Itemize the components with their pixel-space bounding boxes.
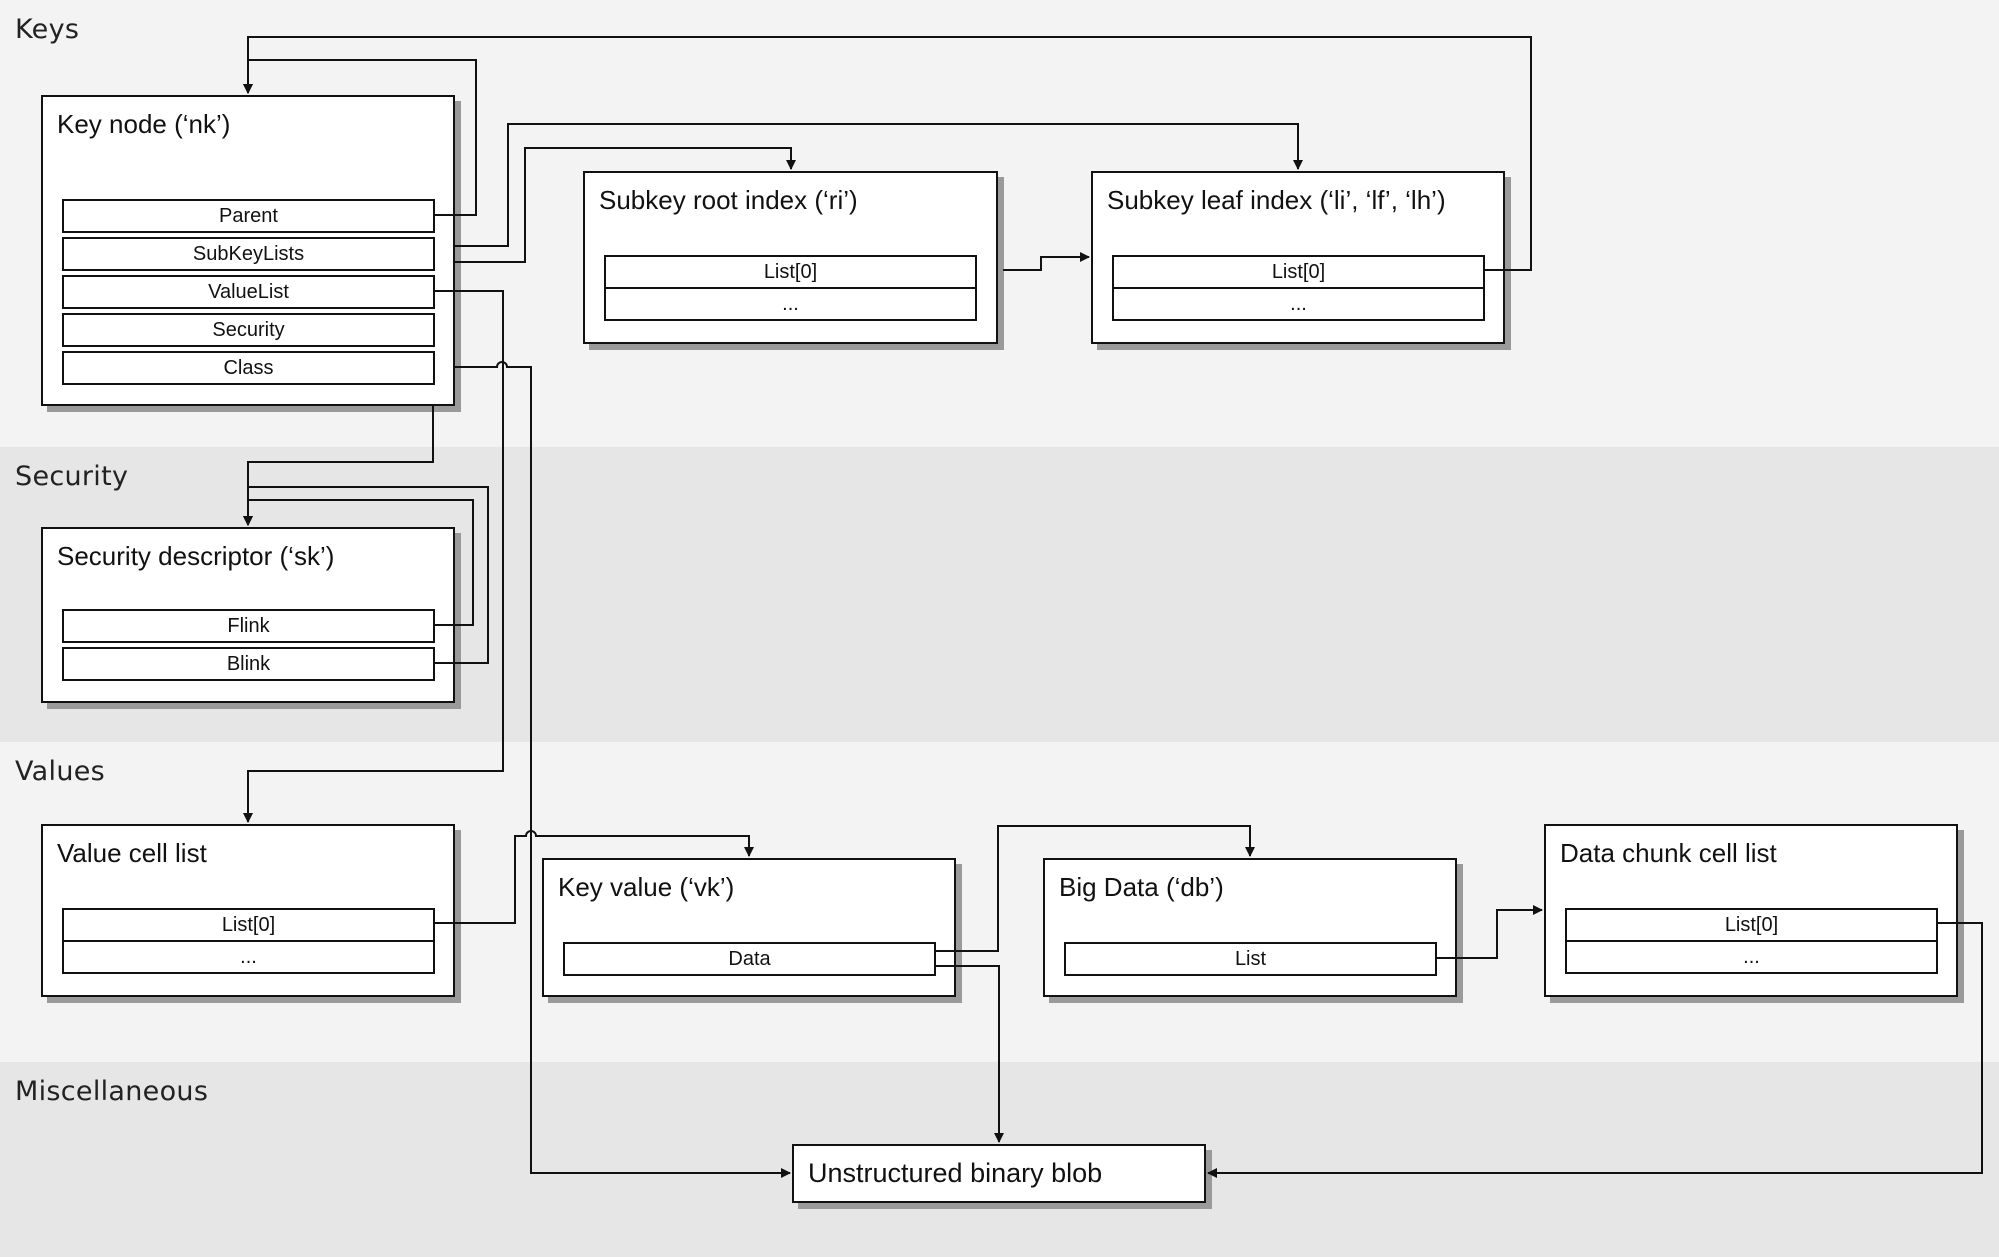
- field-leaf-ellipsis: ...: [1112, 287, 1485, 321]
- field-value-ellipsis: ...: [62, 940, 435, 974]
- subkey-root-index-box: Subkey root index (‘ri’) List[0] ...: [583, 171, 998, 344]
- section-label-values: Values: [15, 756, 106, 787]
- data-chunk-cell-list-title: Data chunk cell list: [1560, 838, 1777, 868]
- field-big-data-list: List: [1064, 942, 1437, 976]
- binary-blob-box: Unstructured binary blob: [792, 1144, 1206, 1203]
- section-label-security: Security: [15, 461, 129, 492]
- field-leaf-list0: List[0]: [1112, 255, 1485, 289]
- field-subkeylists: SubKeyLists: [62, 237, 435, 271]
- subkey-root-index-title: Subkey root index (‘ri’): [599, 185, 858, 215]
- data-chunk-cell-list-box: Data chunk cell list List[0] ...: [1544, 824, 1958, 997]
- section-label-miscellaneous: Miscellaneous: [15, 1076, 209, 1107]
- field-chunk-list0: List[0]: [1565, 908, 1938, 942]
- subkey-leaf-index-box: Subkey leaf index (‘li’, ‘lf’, ‘lh’) Lis…: [1091, 171, 1505, 344]
- security-descriptor-title: Security descriptor (‘sk’): [57, 541, 335, 571]
- key-node-box: Key node (‘nk’) Parent SubKeyLists Value…: [41, 95, 455, 406]
- section-label-keys: Keys: [15, 14, 80, 45]
- field-class: Class: [62, 351, 435, 385]
- field-valuelist: ValueList: [62, 275, 435, 309]
- value-cell-list-title: Value cell list: [57, 838, 207, 868]
- field-value-list0: List[0]: [62, 908, 435, 942]
- big-data-box: Big Data (‘db’) List: [1043, 858, 1457, 997]
- field-blink: Blink: [62, 647, 435, 681]
- value-cell-list-box: Value cell list List[0] ...: [41, 824, 455, 997]
- key-value-box: Key value (‘vk’) Data: [542, 858, 956, 997]
- key-node-title: Key node (‘nk’): [57, 109, 231, 139]
- big-data-title: Big Data (‘db’): [1059, 872, 1224, 902]
- field-flink: Flink: [62, 609, 435, 643]
- field-security: Security: [62, 313, 435, 347]
- field-parent: Parent: [62, 199, 435, 233]
- field-root-list0: List[0]: [604, 255, 977, 289]
- field-chunk-ellipsis: ...: [1565, 940, 1938, 974]
- subkey-leaf-index-title: Subkey leaf index (‘li’, ‘lf’, ‘lh’): [1107, 185, 1446, 215]
- field-data: Data: [563, 942, 936, 976]
- key-value-title: Key value (‘vk’): [558, 872, 735, 902]
- field-root-ellipsis: ...: [604, 287, 977, 321]
- security-descriptor-box: Security descriptor (‘sk’) Flink Blink: [41, 527, 455, 703]
- binary-blob-title: Unstructured binary blob: [808, 1158, 1103, 1188]
